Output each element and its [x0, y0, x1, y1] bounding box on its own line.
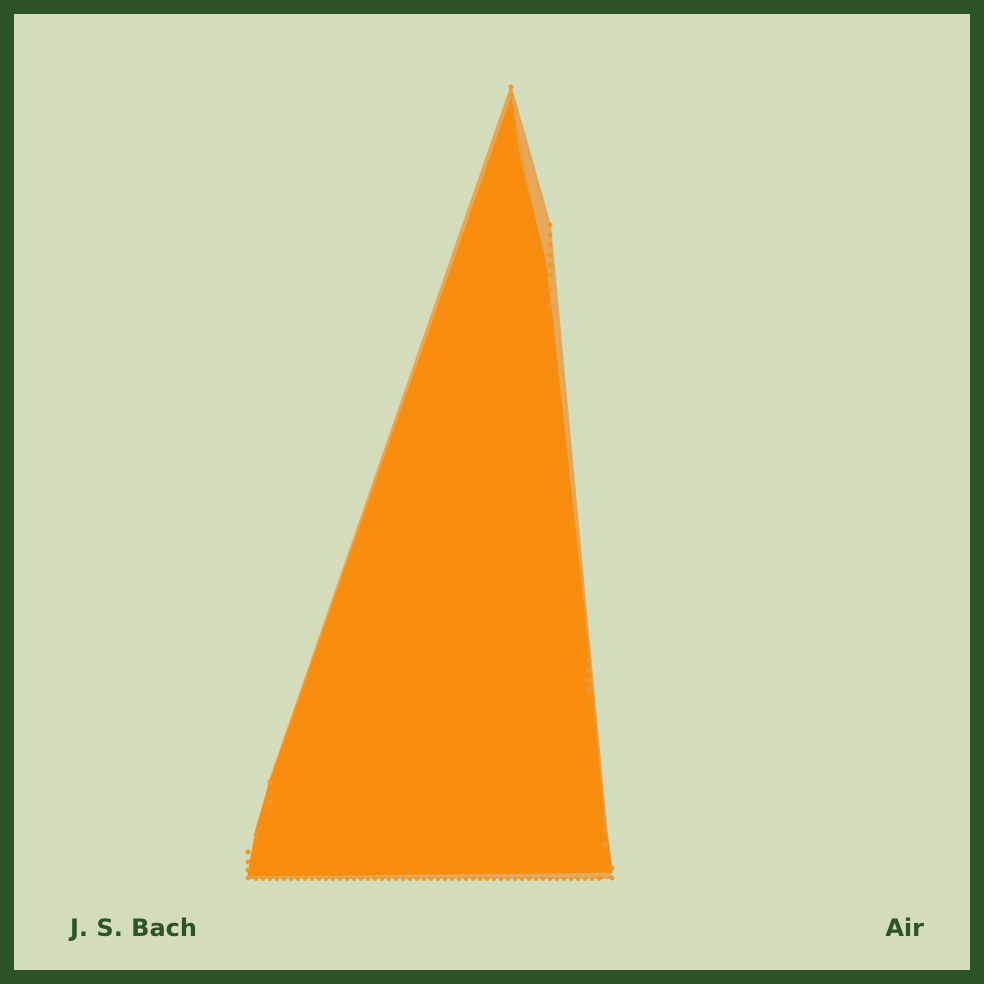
baseline-dot	[317, 877, 321, 881]
baseline-dot	[422, 877, 426, 881]
baseline-dot	[576, 877, 580, 881]
baseline-dot	[513, 877, 517, 881]
baseline-dot	[457, 877, 461, 881]
baseline-dot	[338, 877, 342, 881]
baseline-dot	[478, 877, 482, 881]
baseline-dot	[352, 877, 356, 881]
edge-dots	[245, 84, 615, 881]
baseline-dot	[527, 877, 531, 881]
baseline-dot	[289, 877, 293, 881]
baseline-dot	[282, 877, 286, 881]
baseline-dot	[499, 877, 503, 881]
baseline-dot	[548, 877, 552, 881]
baseline-dot	[373, 877, 377, 881]
baseline-dot	[555, 877, 559, 881]
baseline-dot	[359, 877, 363, 881]
piece-title: Air	[885, 914, 924, 942]
baseline-dot	[296, 877, 300, 881]
baseline-dot	[261, 877, 265, 881]
baseline-dot	[583, 877, 587, 881]
baseline-dot	[408, 877, 412, 881]
baseline-dot	[345, 877, 349, 881]
baseline-dot	[310, 877, 314, 881]
baseline-dot	[464, 877, 468, 881]
baseline-dot	[541, 877, 545, 881]
baseline-dot	[387, 877, 391, 881]
baseline-dot	[492, 877, 496, 881]
baseline-dot	[450, 877, 454, 881]
baseline-dot	[590, 877, 594, 881]
baseline-dot	[443, 877, 447, 881]
baseline-dot	[471, 877, 475, 881]
orange-triangle	[247, 99, 613, 877]
baseline-dots	[254, 877, 601, 881]
baseline-dot	[597, 877, 601, 881]
baseline-dot	[303, 877, 307, 881]
baseline-dot	[562, 877, 566, 881]
artwork	[245, 83, 615, 881]
baseline-dot	[401, 877, 405, 881]
baseline-dot	[506, 877, 510, 881]
baseline-dot	[436, 877, 440, 881]
baseline-dot	[324, 877, 328, 881]
baseline-dot	[534, 877, 538, 881]
baseline-dot	[520, 877, 524, 881]
baseline-dot	[485, 877, 489, 881]
baseline-dot	[415, 877, 419, 881]
composer-name: J. S. Bach	[70, 914, 197, 942]
baseline-dot	[394, 877, 398, 881]
baseline-dot	[366, 877, 370, 881]
baseline-dot	[275, 877, 279, 881]
baseline-dot	[380, 877, 384, 881]
baseline-dot	[268, 877, 272, 881]
baseline-dot	[429, 877, 433, 881]
baseline-dot	[569, 877, 573, 881]
baseline-dot	[254, 877, 258, 881]
baseline-dot	[331, 877, 335, 881]
